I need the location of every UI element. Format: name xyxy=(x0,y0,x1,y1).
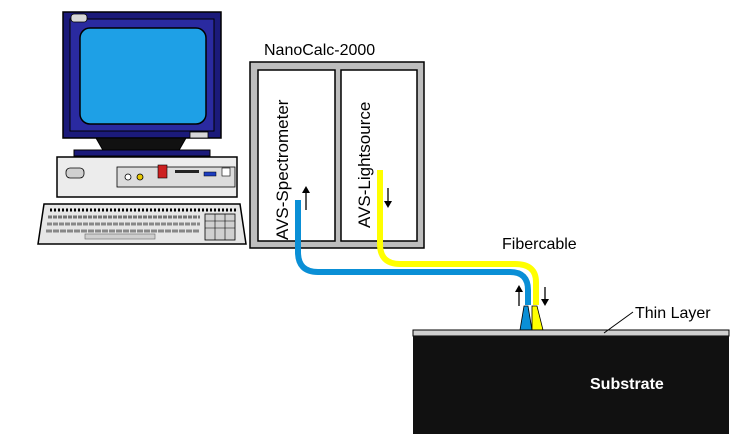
blue-fiber xyxy=(295,200,531,305)
monitor-icon xyxy=(62,11,222,157)
spectrometer-label: AVS-Spectrometer xyxy=(273,99,292,240)
computer-icon xyxy=(37,11,247,245)
substrate-block xyxy=(413,336,729,434)
thin-layer-label: Thin Layer xyxy=(635,305,711,322)
thin-layer xyxy=(412,329,730,337)
thin-layer-leader-line xyxy=(603,311,634,334)
probe-tip xyxy=(519,305,544,331)
substrate-label: Substrate xyxy=(590,376,664,393)
upward-arrow-icon xyxy=(515,285,523,306)
downward-arrow-icon xyxy=(384,188,392,208)
yellow-fiber xyxy=(377,170,539,305)
lightsource-label: AVS-Lightsource xyxy=(355,102,374,228)
upward-arrow-icon xyxy=(302,186,310,210)
downward-arrow-icon xyxy=(541,287,549,306)
keyboard-icon xyxy=(37,203,247,245)
fibercable-label: Fibercable xyxy=(502,236,577,253)
device-title: NanoCalc-2000 xyxy=(264,42,375,59)
